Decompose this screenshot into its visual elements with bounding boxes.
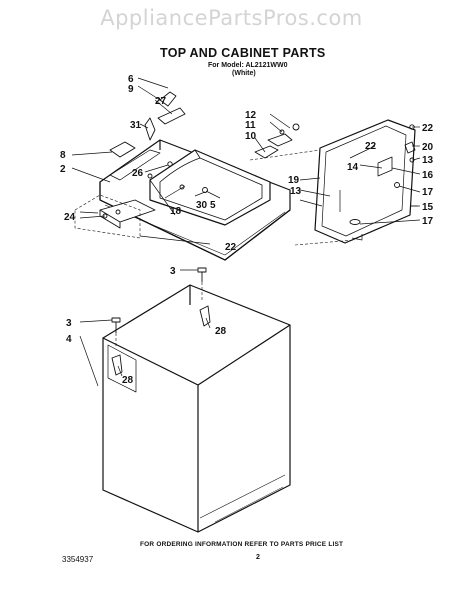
callout-28b: 28 xyxy=(122,375,134,386)
callout-2: 2 xyxy=(60,164,66,175)
watermark: AppliancePartsPros.com xyxy=(100,6,363,30)
lid-switch-parts xyxy=(254,123,300,159)
callout-15: 15 xyxy=(422,202,434,213)
callout-27: 27 xyxy=(155,96,167,107)
callout-6: 8 xyxy=(60,150,66,161)
callout-28a: 28 xyxy=(215,326,227,337)
callout-labels: 6 9 27 31 8 2 26 12 11 10 22 22 20 13 14… xyxy=(60,74,434,386)
callout-3b: 3 xyxy=(66,318,72,329)
callout-10: 10 xyxy=(245,131,257,142)
page-number: 2 xyxy=(256,554,260,561)
callout-30: 30 xyxy=(196,200,208,211)
callout-17a: 17 xyxy=(422,187,434,198)
callout-16: 16 xyxy=(422,170,434,181)
diagram-part-number: 3354937 xyxy=(62,555,94,564)
diagram-title: TOP AND CABINET PARTS xyxy=(160,46,326,60)
callout-22b: 22 xyxy=(365,141,377,152)
callout-12: 12 xyxy=(245,110,257,121)
assembly-guides xyxy=(74,149,356,346)
callout-13a: 13 xyxy=(422,155,434,166)
washer-lid xyxy=(314,119,416,244)
ordering-note: FOR ORDERING INFORMATION REFER TO PARTS … xyxy=(140,541,344,548)
top-left-small-parts xyxy=(109,91,208,193)
callout-8: 5 xyxy=(210,200,216,211)
callout-4: 6 xyxy=(128,74,134,85)
callout-19: 19 xyxy=(288,175,300,186)
callout-5: 4 xyxy=(66,334,72,345)
callout-22a: 22 xyxy=(422,123,434,134)
callout-25: 24 xyxy=(64,212,76,223)
callout-13b: 13 xyxy=(290,186,302,197)
callout-3a: 3 xyxy=(170,266,176,277)
callout-11: 11 xyxy=(245,120,256,131)
callout-17b: 17 xyxy=(422,216,434,227)
callout-26: 26 xyxy=(132,168,144,179)
callout-9: 9 xyxy=(128,84,134,95)
callout-20: 20 xyxy=(422,142,434,153)
washer-cabinet xyxy=(102,284,291,533)
callout-24: 22 xyxy=(225,242,237,253)
leader-lines xyxy=(71,77,421,387)
callout-18: 18 xyxy=(170,206,182,217)
cabinet-screws xyxy=(111,267,211,376)
callout-31: 31 xyxy=(130,120,142,131)
color-line: (White) xyxy=(232,70,256,77)
washer-top-panel xyxy=(99,139,291,261)
model-line: For Model: AL2121WW0 xyxy=(208,62,288,69)
callout-14: 14 xyxy=(347,162,359,173)
